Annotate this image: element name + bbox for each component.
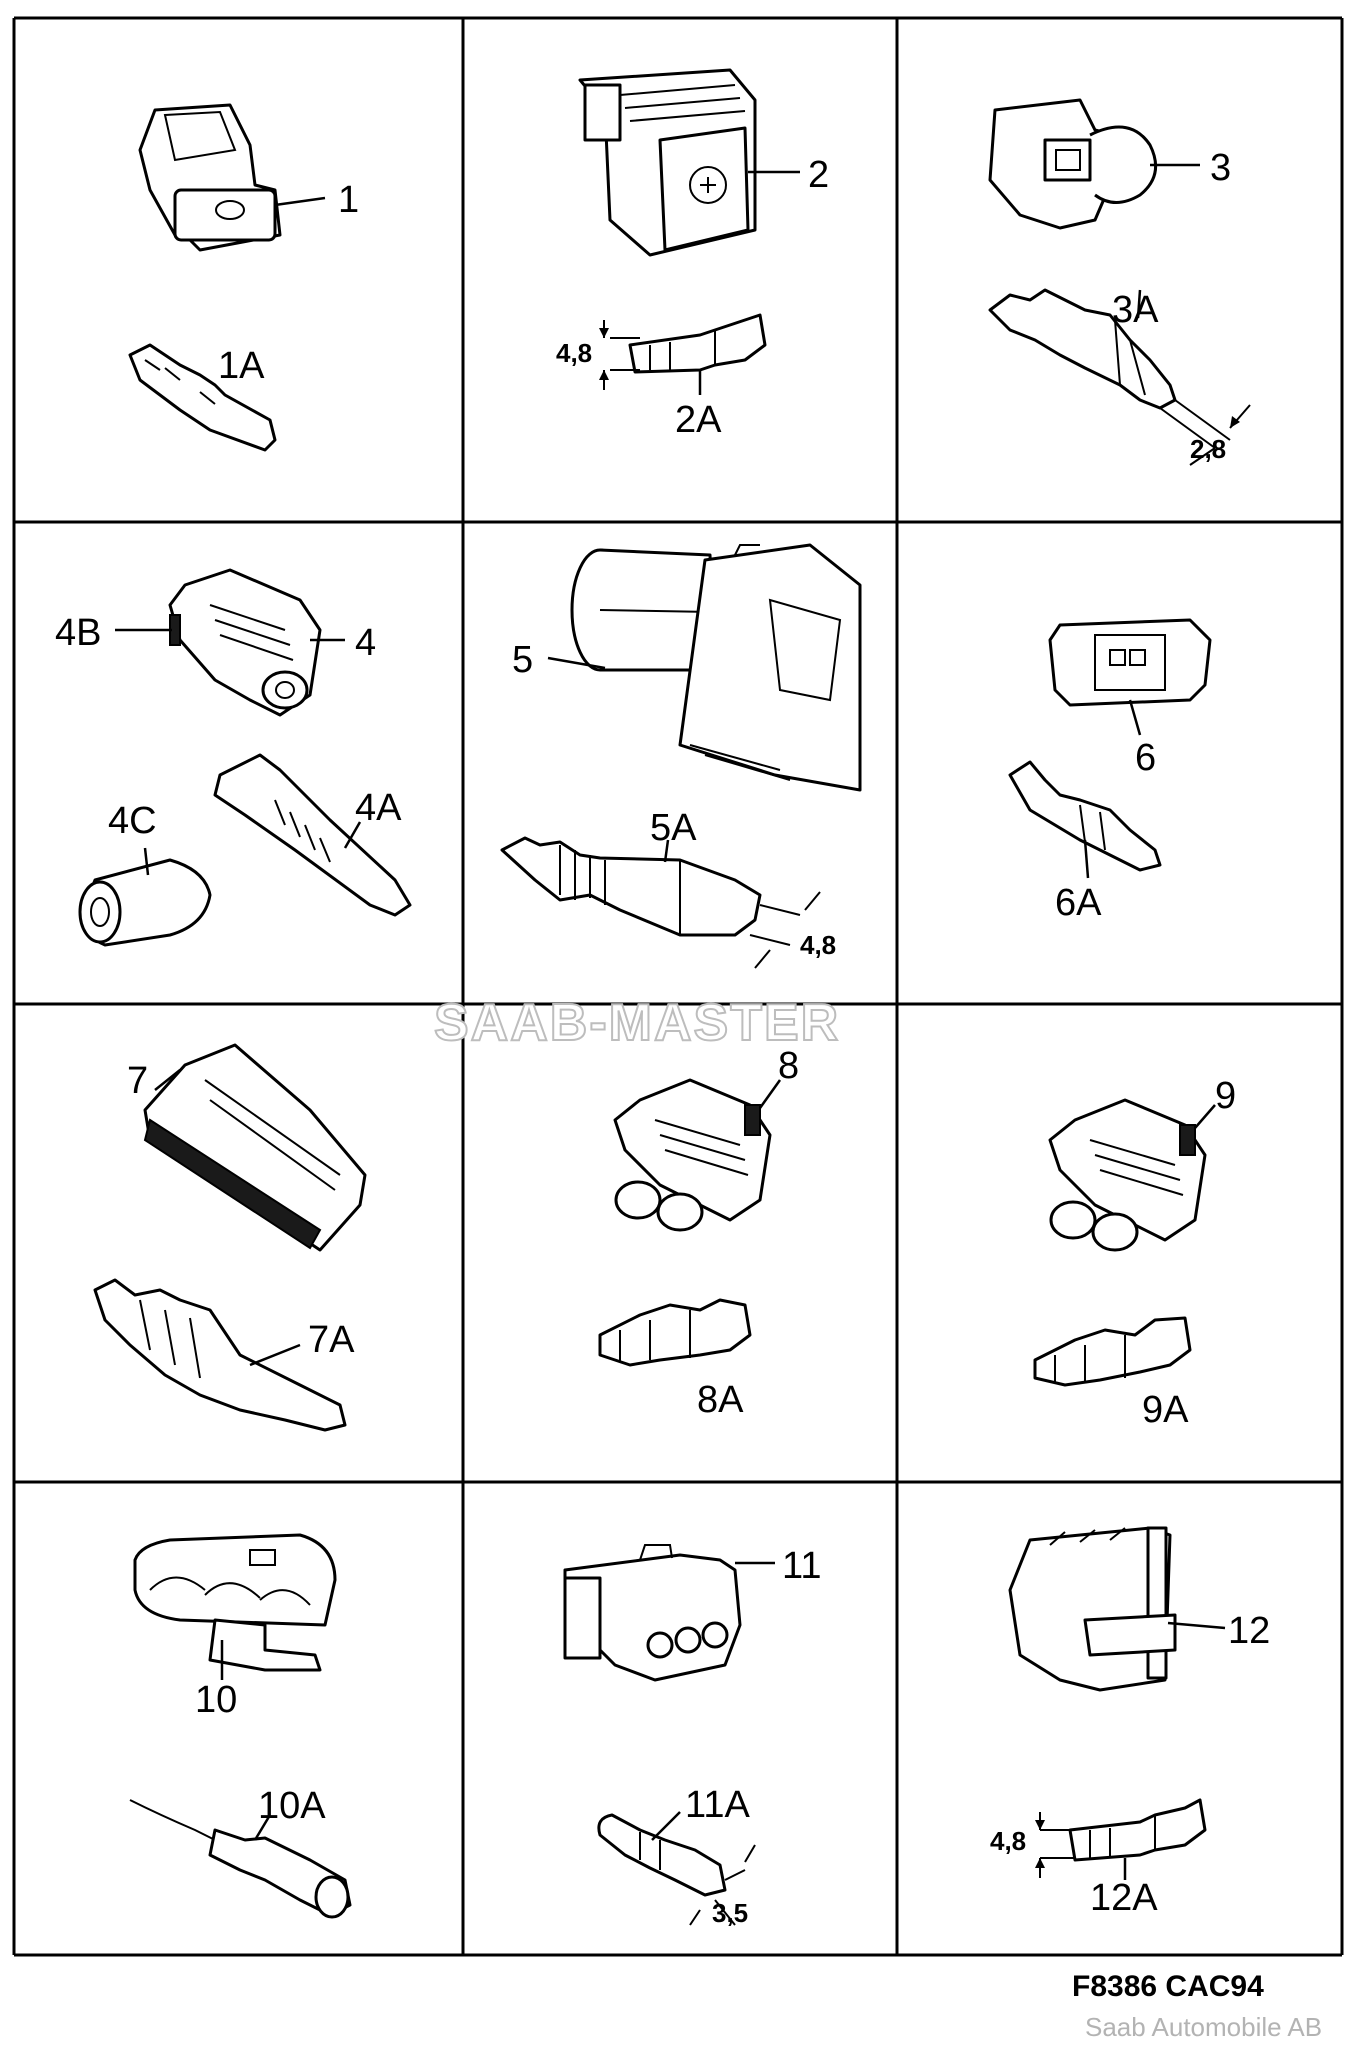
terminal-1a	[128, 343, 277, 452]
label-9: 9	[1215, 1075, 1236, 1117]
terminal-4a	[213, 753, 412, 917]
connector-10	[133, 1533, 337, 1680]
label-11: 11	[782, 1545, 821, 1587]
label-5a: 5A	[650, 807, 697, 849]
label-1a: 1A	[218, 345, 265, 387]
label-10: 10	[195, 1679, 237, 1721]
connector-1	[138, 103, 326, 252]
connector-4	[115, 568, 345, 717]
dim-5: 4,8	[800, 930, 836, 960]
terminal-2a	[599, 313, 767, 395]
connector-8	[613, 1078, 782, 1232]
connector-7	[143, 1043, 367, 1252]
terminal-12a	[1035, 1798, 1207, 1880]
terminal-10a	[129, 1799, 352, 1919]
terminal-6a	[1008, 760, 1162, 879]
dim-2: 4,8	[556, 338, 592, 368]
seal-4c	[78, 847, 212, 947]
label-4: 4	[355, 622, 376, 664]
dim-3: 2,8	[1190, 434, 1226, 464]
dim-12: 4,8	[990, 1826, 1026, 1856]
credit-line: Saab Automobile AB	[1085, 2012, 1322, 2042]
label-5: 5	[512, 639, 533, 681]
label-10a: 10A	[258, 1785, 326, 1827]
terminal-11a	[597, 1811, 756, 1926]
grid-frame	[12, 16, 1344, 1957]
label-2a: 2A	[675, 399, 722, 441]
terminal-3a	[988, 288, 1251, 466]
connector-12	[1008, 1526, 1226, 1692]
label-4b: 4B	[55, 612, 101, 654]
label-6a: 6A	[1055, 882, 1102, 924]
label-4c: 4C	[108, 800, 157, 842]
label-8a: 8A	[697, 1379, 744, 1421]
label-7a: 7A	[308, 1319, 355, 1361]
label-9a: 9A	[1142, 1389, 1189, 1431]
terminal-8a	[598, 1298, 752, 1367]
label-12a: 12A	[1090, 1877, 1158, 1919]
connector-5	[547, 543, 862, 792]
connector-2	[578, 68, 800, 257]
connector-9	[1048, 1098, 1216, 1252]
label-3: 3	[1210, 147, 1231, 189]
label-8: 8	[778, 1045, 799, 1087]
label-12: 12	[1228, 1610, 1270, 1652]
label-4a: 4A	[355, 787, 402, 829]
watermark: SAAB-MASTER	[434, 994, 840, 1052]
label-2: 2	[808, 154, 829, 196]
terminal-9a	[1033, 1316, 1192, 1387]
label-3a: 3A	[1112, 289, 1159, 331]
terminal-7a	[93, 1278, 347, 1432]
connector-3	[988, 98, 1200, 230]
label-7: 7	[127, 1060, 148, 1102]
terminal-5a	[500, 836, 821, 969]
connector-6	[1048, 618, 1212, 736]
connector-11	[563, 1544, 775, 1682]
reference-code: F8386 CAC94	[1072, 1970, 1264, 2003]
label-11a: 11A	[685, 1784, 750, 1826]
label-6: 6	[1135, 737, 1156, 779]
dim-11: 3,5	[712, 1898, 748, 1928]
label-1: 1	[338, 179, 359, 221]
